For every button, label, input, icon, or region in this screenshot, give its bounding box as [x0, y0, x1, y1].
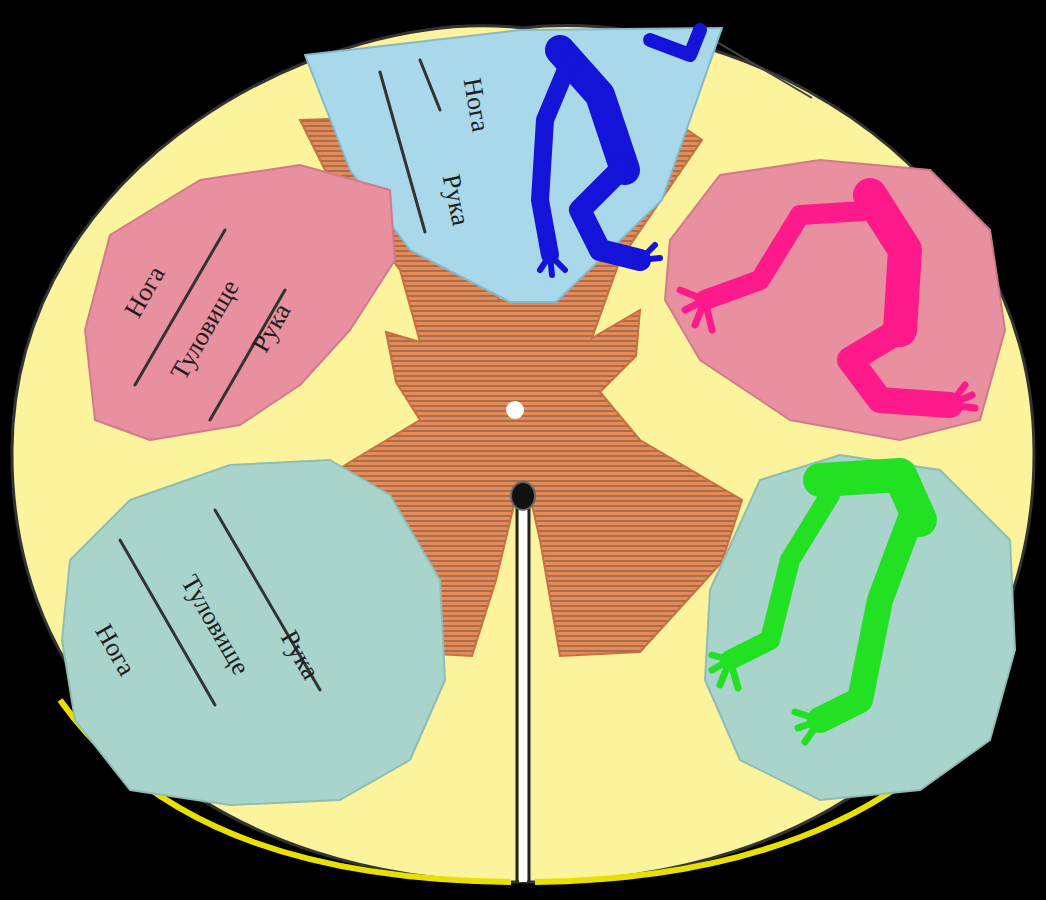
blue-figure [540, 30, 700, 275]
green-leg [820, 520, 910, 720]
central-canal [506, 401, 524, 419]
lateral-tract-region [665, 160, 1005, 440]
region-shape [85, 165, 395, 440]
green-foot [795, 712, 820, 742]
pink-hand [680, 290, 712, 330]
blue-leg-upper [650, 30, 700, 55]
green-hand [712, 655, 738, 688]
pink-arm [705, 210, 880, 300]
pink-figure [680, 195, 975, 408]
blue-arm [540, 60, 570, 255]
fibre-stroke [420, 60, 440, 110]
green-arm [730, 495, 830, 660]
lateral-tract-region: НогаТуловищеРука [80, 160, 410, 445]
pink-leg [850, 330, 950, 405]
median-fissure [517, 505, 529, 882]
region-shape [62, 460, 445, 805]
spinal-cord-outline [12, 26, 1034, 882]
fissure-gap [519, 505, 527, 882]
green-figure [712, 475, 920, 742]
pink-foot [950, 385, 975, 408]
blue-foot [640, 245, 660, 260]
anterior-tract-region: НогаТуловищеРука [58, 455, 453, 805]
fissure-end [511, 482, 535, 510]
blue-leg [580, 170, 640, 260]
anterior-tract-region [705, 455, 1015, 800]
blue-hand [540, 255, 565, 275]
